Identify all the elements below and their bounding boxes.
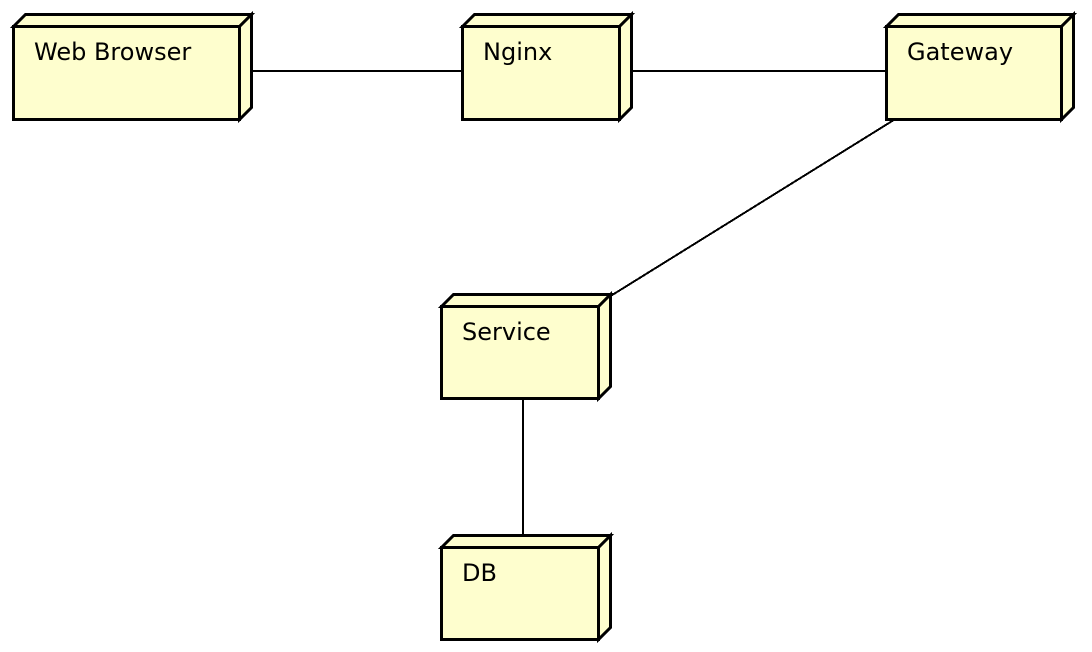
node-web-browser[interactable]: Web Browser <box>9 10 256 124</box>
node-label-service: Service <box>462 318 551 346</box>
node-front-face <box>440 305 600 400</box>
node-side-face <box>597 290 612 403</box>
node-top-face <box>437 534 615 549</box>
node-service[interactable]: Service <box>437 290 615 403</box>
node-front-face <box>440 546 600 641</box>
node-front-face <box>885 25 1063 121</box>
node-shape-nginx <box>458 10 636 124</box>
node-gateway[interactable]: Gateway <box>882 10 1078 124</box>
node-front-face <box>461 25 621 121</box>
node-top-face <box>437 293 615 308</box>
node-front-face <box>12 25 241 121</box>
node-db[interactable]: DB <box>437 531 615 644</box>
edge-gateway-to-service <box>608 117 898 298</box>
node-shape-gateway <box>882 10 1078 124</box>
node-side-face <box>1060 10 1075 124</box>
node-side-face <box>597 531 612 644</box>
node-nginx[interactable]: Nginx <box>458 10 636 124</box>
node-label-nginx: Nginx <box>483 38 553 66</box>
node-side-face <box>238 10 253 124</box>
node-top-face <box>882 13 1078 28</box>
node-shape-service <box>437 290 615 403</box>
node-shape-db <box>437 531 615 644</box>
node-top-face <box>9 13 256 28</box>
node-label-gateway: Gateway <box>907 38 1014 66</box>
node-label-db: DB <box>462 559 497 587</box>
node-top-face <box>458 13 636 28</box>
node-shape-web-browser <box>9 10 256 124</box>
node-side-face <box>618 10 633 124</box>
node-label-web-browser: Web Browser <box>34 38 192 66</box>
